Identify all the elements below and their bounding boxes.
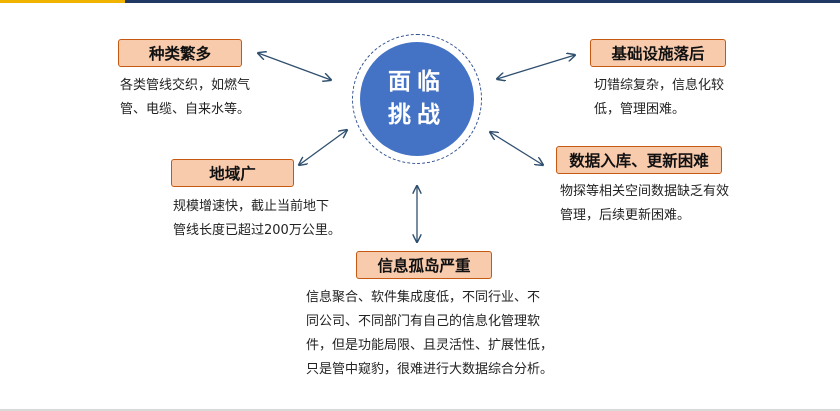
desc-line: 各类管线交织，如燃气 — [120, 78, 251, 93]
desc-line: 切错综复杂，信息化较 — [594, 78, 725, 93]
topic-desc-data: 物探等相关空间数据缺乏有效 管理，后续更新困难。 — [560, 180, 729, 228]
topic-desc-region: 规模增速快，截止当前地下 管线长度已超过200万公里。 — [173, 195, 341, 243]
topic-desc-variety: 各类管线交织，如燃气 管、电缆、自来水等。 — [120, 74, 250, 122]
center-circle: 面临 挑战 — [360, 42, 474, 156]
desc-line: 只是管中窥豹，很难进行大数据综合分析。 — [306, 362, 554, 377]
topic-tag-infra: 基础设施落后 — [590, 39, 726, 67]
center-ring — [352, 34, 482, 164]
top-bar — [0, 0, 840, 3]
topic-tag-data: 数据入库、更新困难 — [556, 146, 722, 174]
arrow-infra — [497, 55, 575, 79]
desc-line: 信息聚合、软件集成度低，不同行业、不 — [306, 290, 541, 305]
topic-desc-silo: 信息聚合、软件集成度低，不同行业、不 同公司、不同部门有自己的信息化管理软 件，… — [306, 286, 553, 382]
bottom-divider — [0, 409, 840, 411]
desc-line: 管线长度已超过200万公里。 — [173, 223, 341, 238]
center-title-line2: 挑战 — [388, 102, 446, 128]
topic-tag-silo: 信息孤岛严重 — [356, 251, 492, 279]
desc-line: 低，管理困难。 — [594, 102, 686, 117]
arrow-region — [299, 130, 347, 165]
desc-line: 件，但是功能局限、且灵活性、扩展性低， — [306, 338, 554, 353]
desc-line: 同公司、不同部门有自己的信息化管理软 — [306, 314, 541, 329]
arrow-variety — [258, 53, 331, 80]
desc-line: 物探等相关空间数据缺乏有效 — [560, 184, 730, 199]
desc-line: 管、电缆、自来水等。 — [120, 102, 251, 117]
center-title-line1: 面临 — [388, 69, 446, 95]
desc-line: 管理，后续更新困难。 — [560, 208, 691, 223]
desc-line: 规模增速快，截止当前地下 — [173, 199, 330, 214]
topic-tag-variety: 种类繁多 — [118, 39, 242, 67]
topic-tag-region: 地域广 — [171, 159, 294, 187]
top-bar-accent — [0, 0, 125, 3]
topic-desc-infra: 切错综复杂，信息化较 低，管理困难。 — [594, 74, 724, 122]
arrow-data — [490, 132, 543, 165]
